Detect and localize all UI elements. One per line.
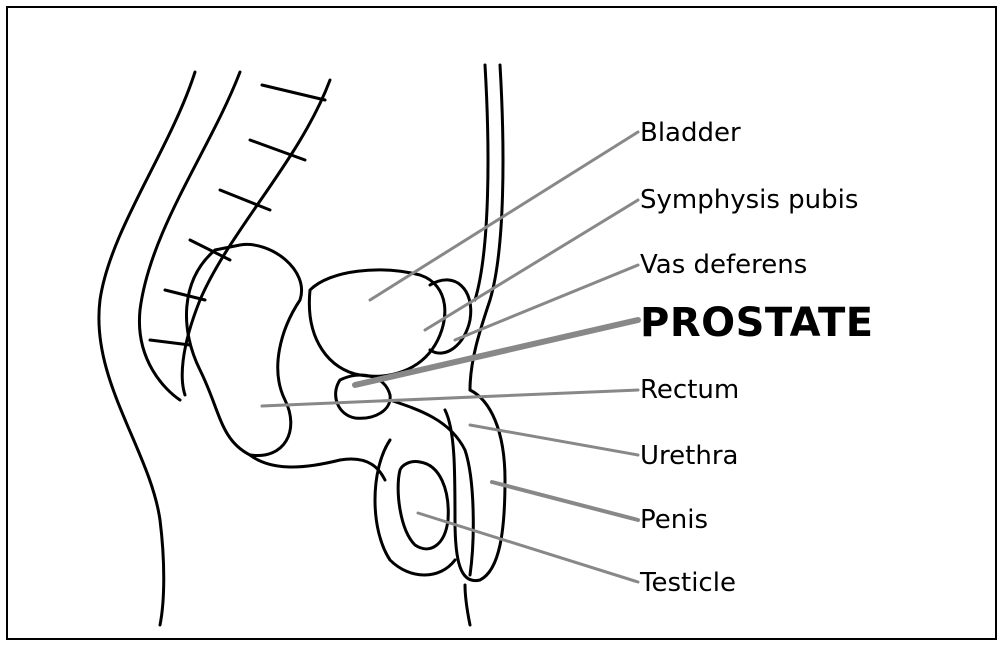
- vertebra-4: [190, 240, 230, 260]
- leg-line: [465, 585, 470, 625]
- sacrum-inner: [182, 80, 330, 395]
- rectum-shape: [186, 244, 301, 455]
- bladder-shape: [309, 270, 444, 376]
- penis-shape: [445, 390, 505, 581]
- label-rectum: Rectum: [640, 377, 739, 403]
- leader-symphysis: [425, 200, 638, 330]
- vertebra-5: [165, 290, 205, 300]
- vertebra-6: [150, 340, 190, 345]
- label-vas-deferens: Vas deferens: [640, 252, 807, 278]
- leader-rectum: [262, 390, 638, 406]
- leader-testicle: [418, 513, 638, 582]
- abdominal-wall-inner: [475, 65, 488, 300]
- vertebra-1: [262, 85, 325, 100]
- perineum-line: [250, 455, 385, 480]
- leader-penis: [492, 482, 638, 520]
- back-outline: [99, 72, 195, 625]
- testicle-shape: [398, 462, 448, 549]
- label-symphysis-pubis: Symphysis pubis: [640, 187, 858, 213]
- spine-curve-outer: [139, 72, 240, 400]
- label-urethra: Urethra: [640, 443, 738, 469]
- label-bladder: Bladder: [640, 120, 741, 146]
- leader-prostate: [355, 320, 638, 385]
- label-testicle: Testicle: [640, 570, 736, 596]
- leader-urethra: [470, 425, 638, 455]
- label-penis: Penis: [640, 507, 708, 533]
- label-prostate: PROSTATE: [640, 303, 874, 343]
